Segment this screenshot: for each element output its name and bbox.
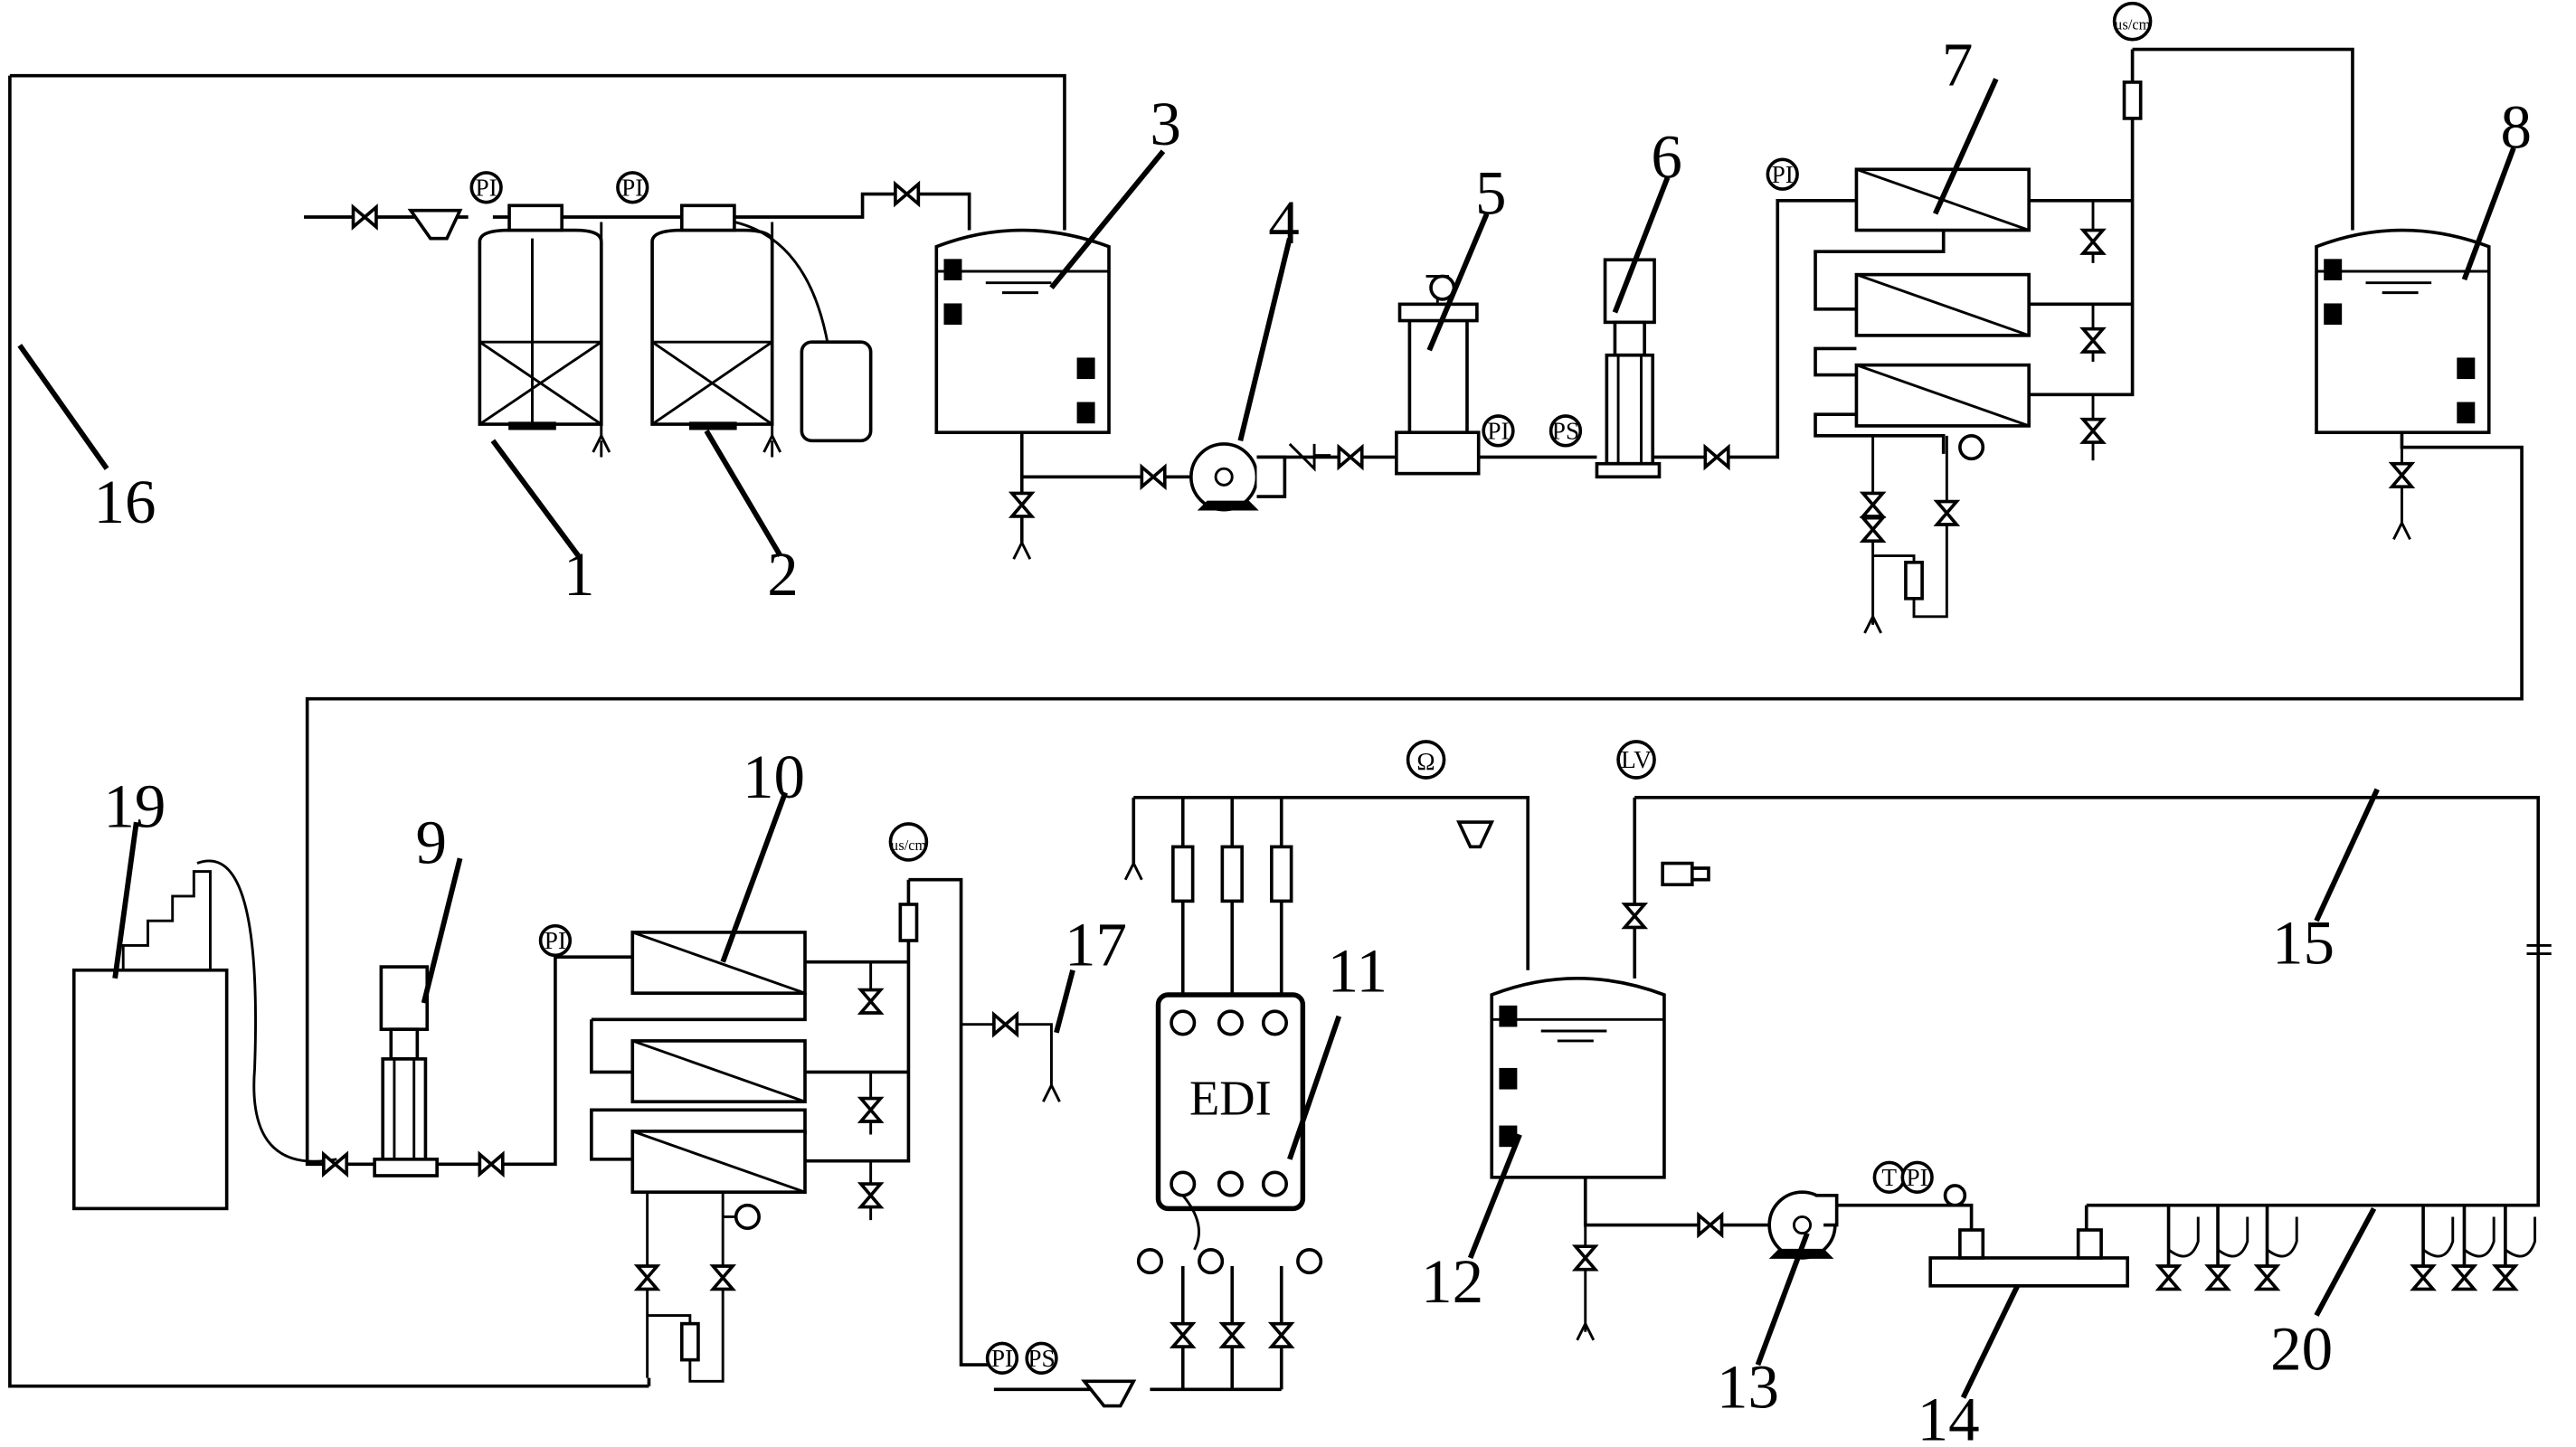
loop-return-pipe [1633, 796, 2541, 1207]
label-1: 1 [564, 539, 595, 609]
label-6: 6 [1651, 121, 1682, 191]
distribution-pump-13 [1767, 1190, 1839, 1260]
high-pressure-pump-6 [1595, 258, 1662, 479]
edi-label: EDI [1189, 1071, 1272, 1126]
branch-17-pipe [961, 1023, 1053, 1085]
pressure-gauge-ro7 [1766, 157, 1799, 191]
flow-indicator-edi-3 [1296, 1248, 1323, 1275]
label-9: 9 [416, 808, 448, 877]
pressure-gauge-line [1482, 414, 1515, 448]
instruments: PI PI PI PS PI μs/cm PI μs/cm Ω LV PI PS… [469, 1, 2153, 1375]
flow-indicator-edi-1 [1136, 1248, 1163, 1275]
drain-symbols [592, 435, 2411, 1341]
conductivity-meter-ro10 [888, 822, 929, 862]
pressure-gauge-13 [1900, 1160, 1934, 1194]
return-line [8, 73, 1066, 1388]
conductivity-meter-ro7 [2112, 1, 2153, 42]
pressure-relief-13 [1943, 1184, 1967, 1207]
valves[interactable] [322, 180, 2519, 1348]
leader-15 [2314, 788, 2380, 922]
pressure-switch-edi [1025, 1341, 1058, 1375]
temperature-gauge-label: T [1881, 1164, 1897, 1191]
label-12: 12 [1421, 1246, 1483, 1316]
label-4: 4 [1268, 187, 1300, 257]
pressure-gauge-2-label: PI [621, 174, 643, 201]
booster-pump-4 [1189, 442, 1287, 512]
flow-indicator-ro10 [734, 1203, 761, 1230]
leader-16 [17, 344, 109, 470]
label-16: 16 [94, 467, 156, 536]
pressure-gauge-ro10-label: PI [545, 927, 566, 954]
feed-line-stage-2 [435, 955, 633, 1167]
ro-membrane-bank-10 [630, 931, 807, 1194]
label-20: 20 [2270, 1314, 2333, 1384]
label-11: 11 [1328, 935, 1387, 1005]
callout-numbers: 1 2 3 4 5 6 7 8 9 10 11 12 13 14 15 16 1… [94, 30, 2532, 1447]
filter-vessel-1 [478, 203, 603, 430]
pressure-gauge-2 [616, 171, 649, 204]
label-17: 17 [1065, 909, 1127, 979]
label-7: 7 [1942, 30, 1974, 99]
label-2: 2 [767, 539, 799, 609]
raw-water-inlet-pipe [304, 192, 971, 231]
point-of-use-outlets [2167, 1216, 2537, 1258]
label-13: 13 [1717, 1351, 1779, 1421]
cartridge-filter-5 [1395, 274, 1481, 476]
flow-indicator-ro7 [1958, 433, 1985, 461]
ro7-permeate-pipe [2029, 47, 2354, 397]
flowmeter-drain-7 [1904, 560, 1924, 601]
pressure-regulator [1661, 861, 1710, 886]
high-pressure-pump-9 [373, 965, 439, 1177]
polishing-unit-14 [1928, 1228, 2129, 1288]
y-strainer-inlet [407, 208, 463, 241]
intermediate-tank-8 [2315, 228, 2491, 434]
edi-module-11 [1155, 845, 1306, 1251]
pressure-gauge-ro10 [538, 923, 573, 958]
conductivity-meter-ro10-label: μs/cm [891, 837, 927, 854]
pressure-gauge-edi-label: PI [991, 1345, 1013, 1372]
pressure-gauge-line-label: PI [1487, 417, 1509, 444]
ro10-series-piping [590, 993, 807, 1161]
label-3: 3 [1150, 89, 1181, 158]
label-15: 15 [2272, 907, 2334, 977]
pressure-switch-edi-label: PS [1028, 1345, 1055, 1372]
label-5: 5 [1475, 157, 1507, 227]
conductivity-meter-ro7-label: μs/cm [2115, 16, 2151, 33]
label-14: 14 [1918, 1385, 1980, 1447]
flowmeter-ro10 [898, 903, 919, 942]
dosing-tank-19 [71, 859, 337, 1211]
flow-indicator-edi-2 [1198, 1248, 1225, 1275]
pressure-switch-line-label: PS [1552, 417, 1579, 444]
pressure-switch-line [1548, 414, 1583, 448]
intermediate-tank-3 [934, 228, 1111, 434]
pressure-gauge-ro7-label: PI [1772, 161, 1794, 188]
edi-outlet-piping [1132, 796, 1530, 1007]
pressure-gauge-1 [469, 171, 503, 204]
y-strainer-edi [1080, 1379, 1137, 1408]
label-8: 8 [2500, 92, 2532, 162]
flowmeter-ro7 [2122, 80, 2143, 120]
level-gauge-label: LV [1621, 746, 1652, 773]
label-10: 10 [743, 742, 805, 811]
leader-lines [112, 78, 2516, 1399]
resistivity-meter [1406, 740, 1446, 780]
pressure-gauge-edi [985, 1341, 1019, 1375]
ro-membrane-bank-7 [1854, 167, 2031, 428]
pressure-gauge-1-label: PI [476, 174, 497, 201]
label-19: 19 [103, 771, 166, 841]
check-valve [1288, 442, 1331, 472]
pressure-gauge-13-label: PI [1907, 1164, 1928, 1191]
resistivity-meter-label: Ω [1416, 748, 1435, 775]
pure-water-tank-12 [1490, 977, 1666, 1179]
ro7-series-piping [1814, 230, 1946, 454]
brine-tank [800, 340, 873, 443]
sampling-funnel [1456, 820, 1495, 849]
ro10-permeate-pipe [805, 877, 994, 1367]
flowmeter-drain-10 [679, 1321, 700, 1362]
leader-20 [2314, 1206, 2377, 1317]
loop-break-marker [2526, 944, 2552, 955]
level-gauge [1616, 740, 1656, 780]
filter-drains [600, 222, 774, 436]
